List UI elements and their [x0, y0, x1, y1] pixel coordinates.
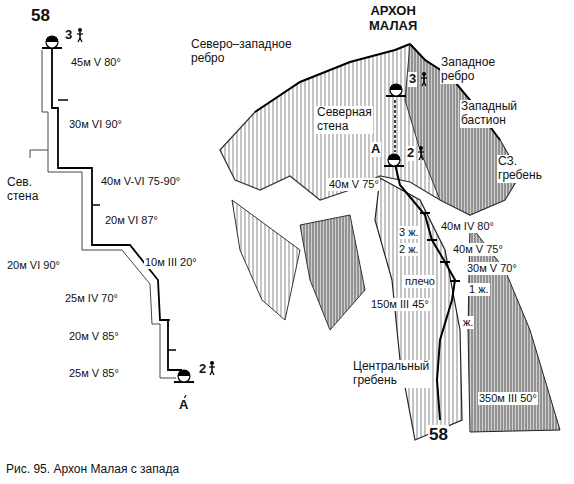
- route-label: плечо: [404, 275, 436, 288]
- topo-route: [30, 48, 186, 412]
- belay-icons: [42, 28, 427, 382]
- route-label: 20м VI 90°: [6, 259, 61, 272]
- route-label: 150м III 45°: [370, 298, 430, 311]
- route-label: Сев. стена: [6, 176, 39, 204]
- route-label: 10м III 20°: [144, 256, 198, 269]
- route-label: 3: [64, 28, 73, 43]
- route-label: СЗ. гребень: [497, 155, 543, 183]
- route-label: Северная стена: [316, 106, 373, 134]
- route-label: 30м V 70°: [466, 262, 518, 275]
- route-label: Западный бастион: [460, 100, 518, 128]
- route-label: 3 ж.: [398, 226, 420, 239]
- route-label: 20м VI 87°: [104, 214, 159, 227]
- person-symbol: [209, 361, 215, 375]
- belay-symbol: [42, 36, 62, 48]
- route-label: 1 ж.: [468, 283, 490, 296]
- route-label: 2: [198, 362, 207, 377]
- route-label: 40м V-VI 75-90°: [100, 175, 181, 188]
- person-symbol: [77, 28, 83, 42]
- route-label: А: [370, 142, 381, 157]
- route-label: Центральный гребень: [352, 360, 430, 388]
- route-label: 350м III 50°: [478, 392, 538, 405]
- route-label: 30м VI 90°: [68, 118, 123, 131]
- route-label: ж.: [462, 316, 474, 329]
- route-label: 3: [408, 72, 417, 87]
- route-label: 2: [406, 146, 415, 161]
- belay-symbol: [384, 154, 404, 166]
- route-label: 25м IV 70°: [64, 292, 119, 305]
- route-label: Западное ребро: [440, 56, 496, 84]
- person-symbol: [421, 72, 427, 86]
- belay-symbol: [174, 370, 194, 382]
- route-label: 40м V 75°: [452, 243, 504, 256]
- figure-caption: Рис. 95. Архон Малая с запада: [6, 462, 179, 476]
- route-label: АРХОН МАЛАЯ: [368, 4, 418, 34]
- route-label: 20м V 85°: [68, 330, 120, 343]
- route-label: 2 ж.: [398, 243, 420, 256]
- route-label: 58: [30, 6, 51, 26]
- route-label: 58: [428, 425, 449, 445]
- route-label: А: [178, 398, 189, 413]
- route-label: 45м V 80°: [70, 56, 122, 69]
- route-label: 40м V 75°: [328, 178, 380, 191]
- belay-symbol: [386, 84, 406, 96]
- person-symbol: [418, 146, 424, 160]
- mountain-sketch: [220, 44, 560, 440]
- route-label: 40м IV 80°: [440, 220, 495, 233]
- route-label: 25м V 85°: [68, 367, 120, 380]
- route-label: Северо–западное ребро: [190, 38, 300, 66]
